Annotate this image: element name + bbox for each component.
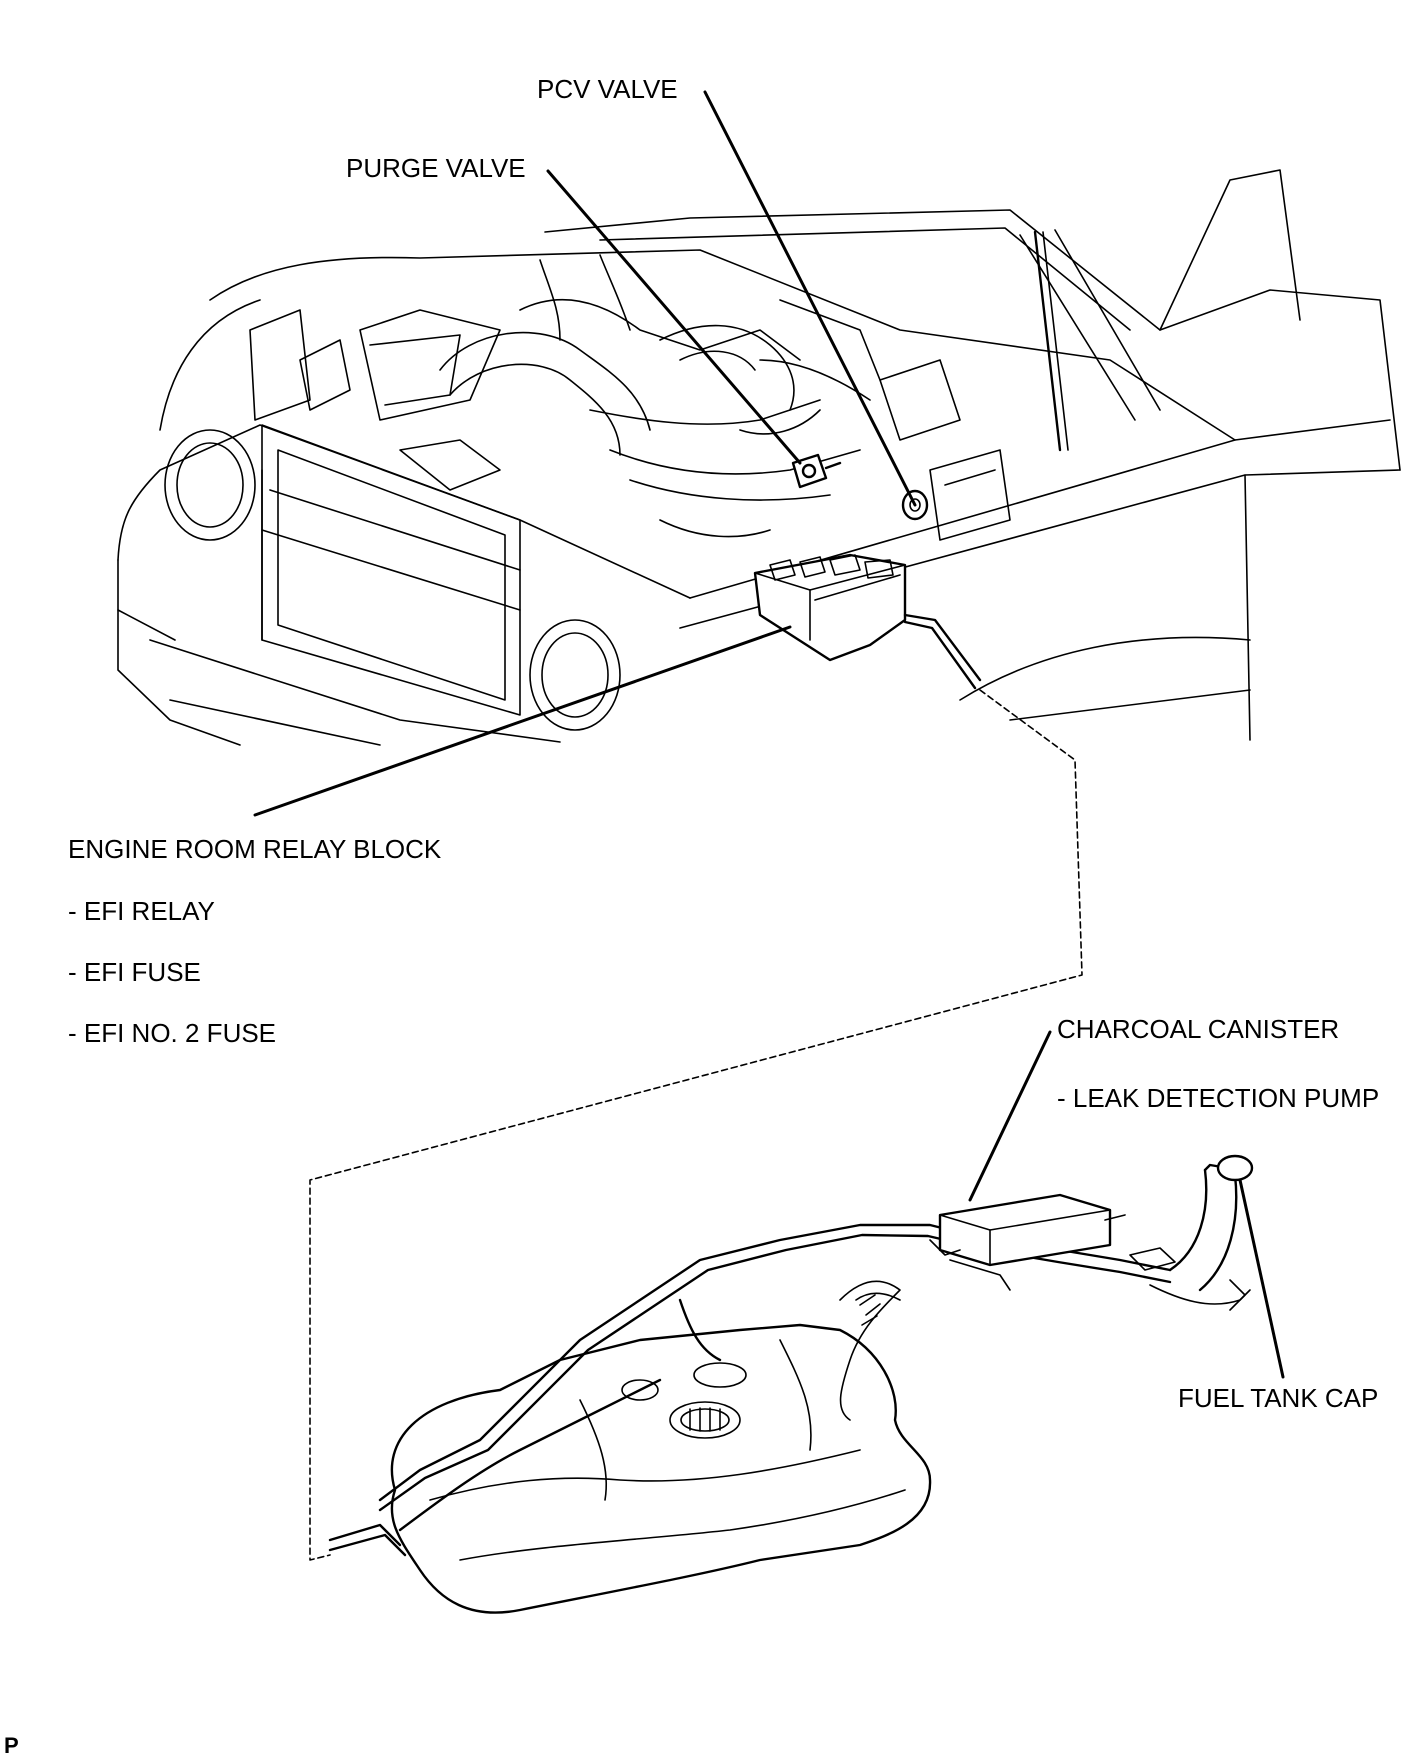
harness-connection-dashed-line xyxy=(309,689,1083,1561)
pcv-valve-leader xyxy=(703,90,917,507)
purge-valve-leader xyxy=(546,169,802,465)
fuel-tank-cap-part xyxy=(1216,1154,1254,1182)
left-headlight xyxy=(164,429,256,541)
pcv-valve-label: PCV VALVE xyxy=(537,74,678,104)
vent-hose xyxy=(839,1280,901,1421)
reference-mark: P xyxy=(4,1733,19,1758)
fuel-tank-cap-label: FUEL TANK CAP xyxy=(1178,1383,1379,1413)
fuel-tank-illustration xyxy=(328,1154,1254,1614)
right-headlight xyxy=(529,619,621,731)
engine-room-relay-block-label: ENGINE ROOM RELAY BLOCK xyxy=(68,834,442,864)
battery xyxy=(249,309,311,421)
purge-valve-label: PURGE VALVE xyxy=(346,153,526,183)
efi-no2-fuse-label: - EFI NO. 2 FUSE xyxy=(68,1018,277,1048)
efi-relay-label: - EFI RELAY xyxy=(68,896,215,926)
air-cleaner xyxy=(359,309,501,421)
charcoal-canister-leader xyxy=(968,1030,1052,1202)
intake-duct xyxy=(439,331,651,431)
fuel-tank xyxy=(390,1323,932,1614)
efi-fuse-label: - EFI FUSE xyxy=(68,957,201,987)
vapor-line xyxy=(378,1223,1172,1502)
front-bumper xyxy=(117,559,241,746)
charcoal-canister-label: CHARCOAL CANISTER xyxy=(1057,1014,1340,1044)
reservoir-tank xyxy=(929,449,1011,541)
vehicle-front-illustration xyxy=(117,169,1401,746)
purge-valve-part xyxy=(791,453,842,489)
fuel-pump-flange xyxy=(669,1401,741,1439)
charcoal-canister-part xyxy=(929,1193,1126,1291)
engine-room-relay-block-part xyxy=(753,553,907,662)
relay-block-leader xyxy=(253,625,792,817)
fuel-tank-cap-leader xyxy=(1238,1178,1285,1379)
leak-detection-pump-label: - LEAK DETECTION PUMP xyxy=(1057,1083,1380,1113)
filler-neck xyxy=(1168,1168,1208,1272)
hood-strut xyxy=(1033,230,1062,452)
